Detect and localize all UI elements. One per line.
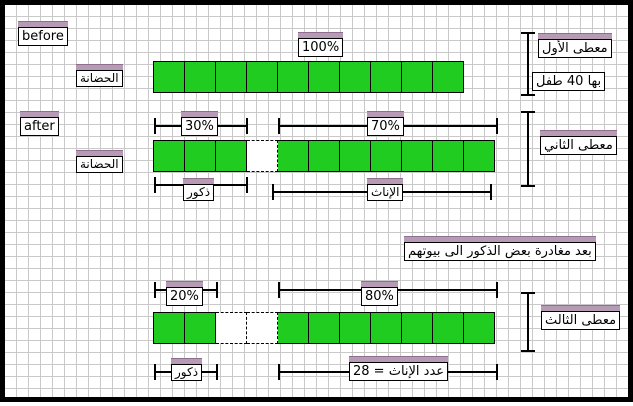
final-bar-cell-7 [340,312,371,344]
nursery-label-1: الحضانة [76,64,123,87]
after-bar-cell-3 [216,140,247,172]
males-final-label: ذكور [171,358,203,381]
after-bar-cell-6 [309,140,340,172]
nursery-label-2: الحضانة [76,150,123,173]
final-bar [153,312,495,344]
final-bar-cell-8 [371,312,402,344]
before-bar-cell-3 [216,61,247,93]
females-label: الإناث [367,178,404,201]
given3-label: معطى الثالث [541,305,621,330]
final-bar-cell-4 [247,312,278,344]
before-bar [153,61,464,93]
after-label: after [20,111,59,136]
pct70-label: 70% [367,111,404,136]
after-bar-cell-7 [340,140,371,172]
females-count-label: عدد الإناث = 28 [349,356,449,381]
final-bar-cell-10 [433,312,464,344]
final-bar-cell-9 [402,312,433,344]
before-bar-cell-5 [278,61,309,93]
after-bar-cell-4 [247,140,278,172]
pct100-label: 100% [298,32,344,57]
given2-label: معطى الثاني [540,130,617,155]
after-bar-cell-5 [278,140,309,172]
before-bar-cell-7 [340,61,371,93]
final-bar-cell-3 [216,312,247,344]
before-bar-cell-1 [153,61,185,93]
before-bar-cell-6 [309,61,340,93]
before-bar-cell-10 [433,61,464,93]
given1-label: معطى الأول [538,33,612,58]
after-bar-cell-2 [185,140,216,172]
after-note-label: بعد مغادرة بعض الذكور الى بيوتهم [404,236,596,261]
final-bar-cell-11 [464,312,495,344]
pct80-label: 80% [361,281,398,306]
before-label: before [18,21,68,46]
before-bar-cell-9 [402,61,433,93]
final-bar-cell-1 [153,312,185,344]
after-bar-cell-8 [371,140,402,172]
after-bar [153,140,495,172]
before-bar-cell-8 [371,61,402,93]
final-bar-cell-2 [185,312,216,344]
pct30-label: 30% [181,111,218,136]
given1-brace [527,32,529,96]
given2-brace [527,111,529,187]
after-bar-cell-9 [402,140,433,172]
final-bar-cell-5 [278,312,309,344]
given1-detail-label: بها 40 طفل [532,72,606,91]
pct20-label: 20% [166,281,203,306]
after-bar-cell-1 [153,140,185,172]
given3-brace [527,292,529,352]
males-label: ذكور [183,178,215,201]
after-bar-cell-11 [464,140,495,172]
final-bar-cell-6 [309,312,340,344]
after-bar-cell-10 [433,140,464,172]
before-bar-cell-2 [185,61,216,93]
before-bar-cell-4 [247,61,278,93]
